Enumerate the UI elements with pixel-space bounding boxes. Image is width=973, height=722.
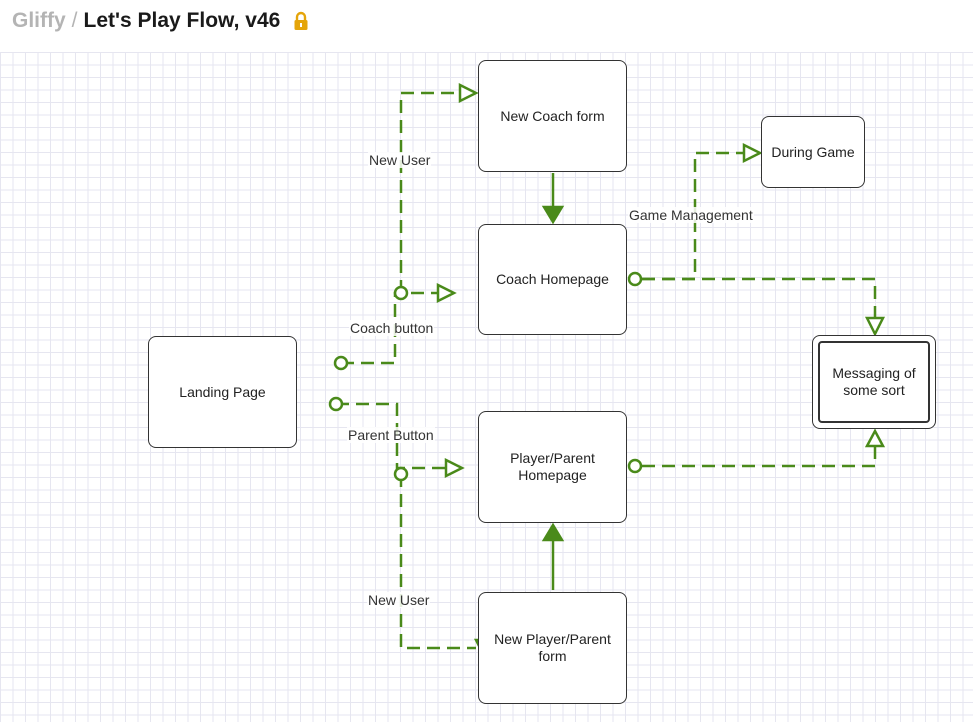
node-new-coach-form[interactable]: New Coach form bbox=[478, 60, 627, 172]
connector-start-coach-homepage bbox=[627, 271, 643, 287]
node-new-player-parent-form[interactable]: New Player/Parent form bbox=[478, 592, 627, 704]
node-messaging-inner: Messaging of some sort bbox=[818, 341, 930, 423]
edge-label-new-user-top[interactable]: New User bbox=[368, 152, 432, 168]
node-label: Landing Page bbox=[179, 383, 266, 400]
node-label-line1: Player/Parent bbox=[510, 450, 595, 466]
arrowhead-coach-button bbox=[436, 282, 457, 304]
node-label: Player/Parent Homepage bbox=[510, 450, 595, 484]
document-header: Gliffy / Let's Play Flow, v46 bbox=[12, 6, 310, 36]
node-label: During Game bbox=[771, 143, 855, 160]
node-label: New Player/Parent form bbox=[494, 631, 611, 665]
node-label: New Coach form bbox=[500, 107, 605, 124]
connector-start-parent-button bbox=[328, 396, 344, 412]
arrowhead-messaging-top bbox=[864, 316, 886, 337]
edge-new-user-top bbox=[399, 91, 460, 293]
node-landing-page[interactable]: Landing Page bbox=[148, 336, 297, 448]
arrowhead-player-homepage bbox=[541, 522, 565, 542]
connector-junction-parent bbox=[393, 466, 409, 482]
node-player-parent-homepage[interactable]: Player/Parent Homepage bbox=[478, 411, 627, 523]
node-during-game[interactable]: During Game bbox=[761, 116, 865, 188]
node-label-line2: Homepage bbox=[518, 467, 587, 483]
arrowhead-during-game bbox=[742, 142, 763, 164]
edge-label-new-user-bottom[interactable]: New User bbox=[367, 592, 431, 608]
edge-label-coach-button[interactable]: Coach button bbox=[349, 320, 435, 336]
app-brand[interactable]: Gliffy bbox=[12, 9, 66, 32]
breadcrumb-separator: / bbox=[71, 9, 78, 32]
node-label: Messaging of some sort bbox=[832, 365, 915, 399]
diagram-canvas[interactable]: Landing Page New Coach form Coach Homepa… bbox=[0, 52, 973, 722]
arrowhead-parent-button bbox=[444, 457, 465, 479]
node-coach-homepage[interactable]: Coach Homepage bbox=[478, 224, 627, 335]
edge-label-parent-button[interactable]: Parent Button bbox=[347, 427, 435, 443]
arrowhead-coach-homepage bbox=[541, 205, 565, 225]
connector-start-coach-button bbox=[333, 355, 349, 371]
connector-junction-coach bbox=[393, 285, 409, 301]
node-label: Coach Homepage bbox=[496, 271, 609, 287]
node-label-line1: New Player/Parent bbox=[494, 631, 611, 647]
edge-coach-to-messaging bbox=[642, 277, 877, 318]
node-label-line1: Messaging of bbox=[832, 365, 916, 381]
document-title[interactable]: Let's Play Flow, v46 bbox=[83, 9, 281, 32]
edge-new-user-bottom bbox=[399, 474, 476, 650]
connector-start-player-homepage bbox=[627, 458, 643, 474]
connector-layer bbox=[328, 82, 886, 659]
node-label-line2: form bbox=[538, 648, 567, 664]
edge-label-game-management[interactable]: Game Management bbox=[628, 207, 754, 223]
arrowhead-messaging-bottom bbox=[864, 428, 886, 448]
edge-player-to-messaging bbox=[642, 446, 877, 468]
node-label-line2: some sort bbox=[843, 382, 905, 398]
lock-icon[interactable] bbox=[292, 11, 310, 31]
arrowhead-new-coach-form bbox=[458, 82, 479, 104]
node-messaging[interactable]: Messaging of some sort bbox=[812, 335, 936, 429]
